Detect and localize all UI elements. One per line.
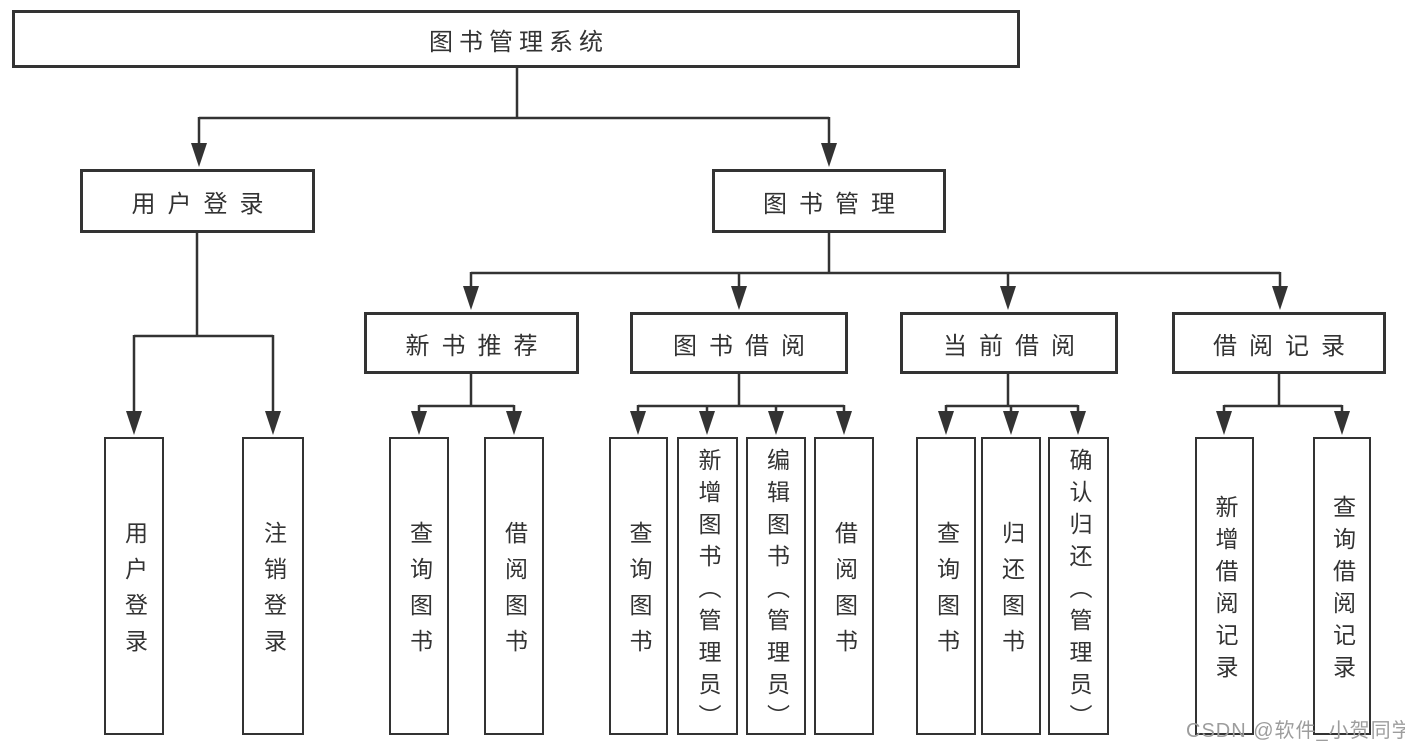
leaf-borrowing-edit-book-admin: 编辑图书（管理员） [746, 437, 806, 736]
leaf-current-return-book: 归还图书 [981, 437, 1041, 735]
leaf-logout-login: 注销登录 [242, 437, 304, 735]
arrowheads [126, 143, 1350, 435]
leaf-current-query-book: 查询图书 [916, 437, 976, 735]
leaf-borrowing-add-book-admin: 新增图书（管理员） [677, 437, 738, 736]
leaf-records-add-record: 新增借阅记录 [1195, 437, 1254, 735]
node-library-management-system: 图书管理系统 [12, 10, 1020, 68]
leaf-borrowing-borrow-book: 借阅图书 [814, 437, 874, 735]
node-new-book-recommend: 新书推荐 [364, 312, 579, 374]
node-book-management: 图书管理 [712, 169, 946, 233]
connector-lines [132, 68, 1344, 414]
node-user-login: 用户登录 [80, 169, 315, 233]
leaf-current-confirm-return-admin: 确认归还（管理员） [1048, 437, 1109, 736]
csdn-watermark: CSDN @软件_小贺同学 [1186, 720, 1405, 742]
leaf-borrowing-query-book: 查询图书 [609, 437, 668, 735]
node-book-borrowing: 图书借阅 [630, 312, 848, 374]
node-current-borrowing: 当前借阅 [900, 312, 1118, 374]
leaf-recommend-query-book: 查询图书 [389, 437, 449, 735]
leaf-records-query-record: 查询借阅记录 [1313, 437, 1371, 735]
node-borrowing-records: 借阅记录 [1172, 312, 1386, 374]
leaf-recommend-borrow-book: 借阅图书 [484, 437, 544, 735]
leaf-user-login: 用户登录 [104, 437, 164, 735]
